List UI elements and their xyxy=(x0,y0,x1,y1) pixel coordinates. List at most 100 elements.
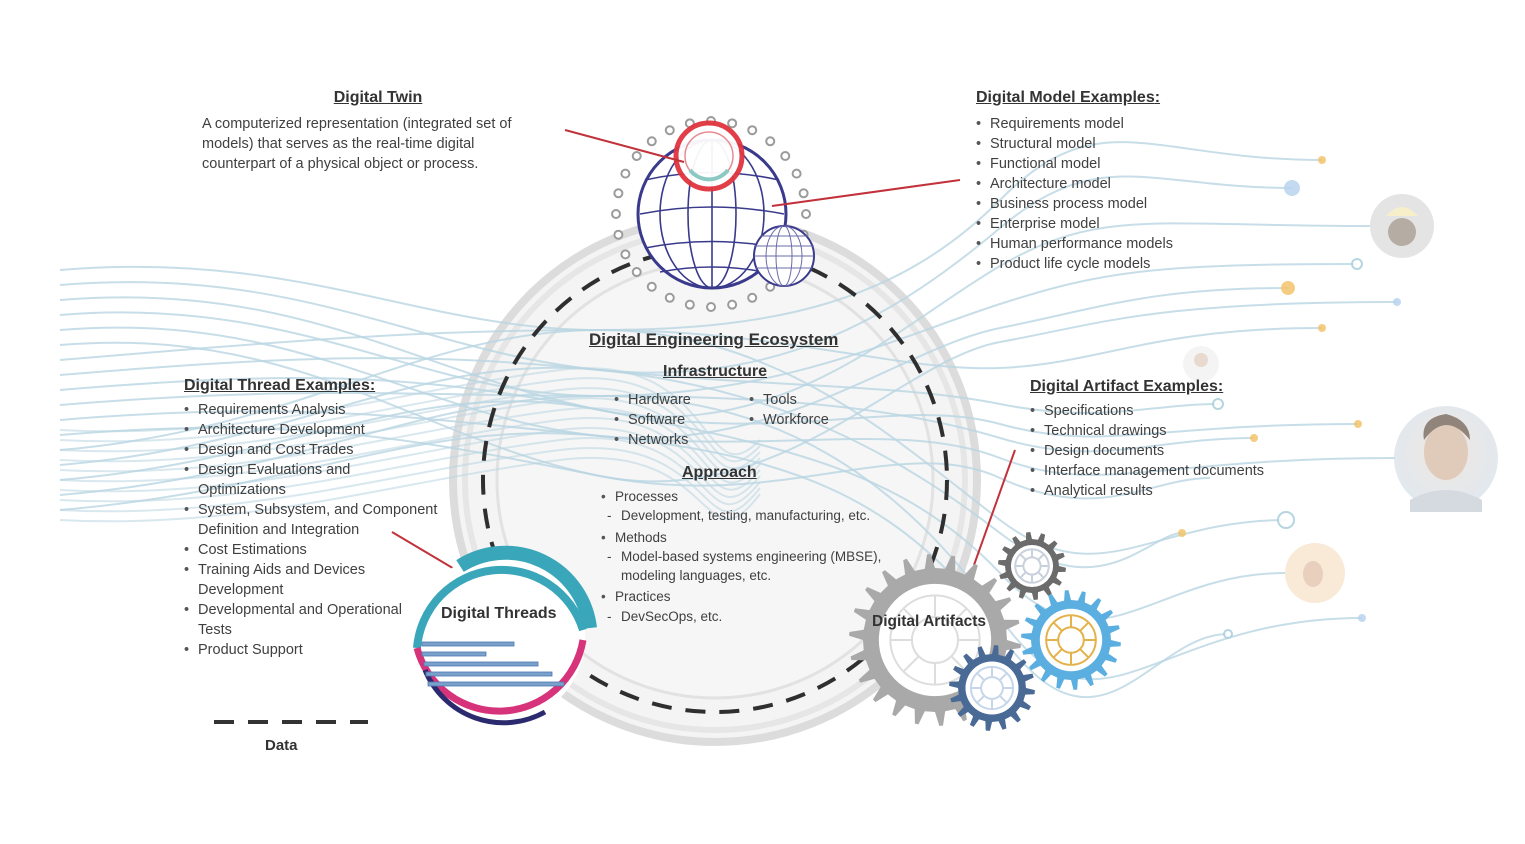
infrastructure-item: Software xyxy=(614,410,691,430)
dot-ring-dot xyxy=(727,118,738,129)
approach-title: Approach xyxy=(682,464,757,481)
digital-twin-line: counterpart of a physical object or proc… xyxy=(202,156,479,172)
dot-ring-dot xyxy=(620,249,631,260)
digital-artifacts-label: Digital Artifacts xyxy=(872,613,986,630)
digital-thread-item-line: Cost Estimations xyxy=(198,542,307,558)
digital-thread-item: System, Subsystem, and ComponentDefiniti… xyxy=(184,500,464,540)
gears xyxy=(849,532,1121,731)
dot-ring-dot xyxy=(613,229,624,240)
digital-model-title: Digital Model Examples: xyxy=(976,89,1161,106)
digital-artifact-item: Analytical results xyxy=(1030,481,1310,501)
dot-ring-dot xyxy=(631,266,642,277)
globe-icon xyxy=(636,138,788,290)
digital-thread-item-line: Requirements Analysis xyxy=(198,402,346,418)
dot-ring-dot xyxy=(613,188,624,199)
digital-twin-line: models) that serves as the real-time dig… xyxy=(202,136,475,152)
infrastructure-item: Tools xyxy=(749,390,829,410)
dot-ring-dot xyxy=(684,299,695,310)
dot-ring-dot xyxy=(611,209,621,219)
approach-item-label: Methods xyxy=(601,528,881,548)
digital-model-item: Human performance models xyxy=(976,234,1236,254)
digital-thread-item-line: Training Aids and Devices xyxy=(198,562,366,578)
twin-lens-icon xyxy=(673,120,745,192)
gear-blue-icon xyxy=(1021,590,1121,690)
person-avatar-man xyxy=(1394,406,1498,512)
dot-ring-dot xyxy=(664,292,675,303)
gear-dark-icon xyxy=(998,532,1066,600)
digital-artifact-item: Specifications xyxy=(1030,401,1310,421)
digital-model-item: Architecture model xyxy=(976,174,1236,194)
dot-ring-dot xyxy=(791,168,802,179)
digital-thread-item: Product Support xyxy=(184,640,464,660)
thread-end-dot xyxy=(1393,298,1401,306)
dot-ring-dot xyxy=(620,168,631,179)
digital-model-item: Product life cycle models xyxy=(976,254,1236,274)
thread-end-dot xyxy=(1318,156,1326,164)
infrastructure-item: Workforce xyxy=(749,410,829,430)
thread-end-dot xyxy=(1351,258,1363,270)
digital-thread-title-text: Digital Thread Examples xyxy=(184,377,370,394)
thread-end-dot xyxy=(1223,629,1233,639)
dot-ring-dot xyxy=(664,125,675,136)
dot-ring-dot xyxy=(631,151,642,162)
digital-thread-item-line: Design Evaluations and xyxy=(198,462,351,478)
infrastructure-title: Infrastructure xyxy=(663,363,768,380)
digital-thread-item-line: Development xyxy=(198,582,284,598)
approach-item-label: Practices xyxy=(601,587,881,607)
digital-model-item: Requirements model xyxy=(976,114,1236,134)
approach-item: Methods xyxy=(601,528,881,548)
person-avatar-woman xyxy=(1285,543,1345,603)
approach-sub-item: Model-based systems engineering (MBSE), xyxy=(601,547,881,567)
digital-thread-item-line: Product Support xyxy=(198,642,303,658)
infrastructure-col2: ToolsWorkforce xyxy=(749,388,829,430)
thread-bar xyxy=(423,661,539,667)
digital-model-examples: Digital Model Examples: Requirements mod… xyxy=(976,88,1236,274)
infrastructure-item: Hardware xyxy=(614,390,691,410)
dot-ring-dot xyxy=(727,299,738,310)
digital-thread-item: Cost Estimations xyxy=(184,540,464,560)
approach-item-label: Processes xyxy=(601,487,881,507)
dot-ring-dot xyxy=(646,281,657,292)
dot-ring-dot xyxy=(747,292,758,303)
digital-thread-item-line: Definition and Integration xyxy=(198,522,360,538)
thread-end-dot xyxy=(1281,281,1295,295)
dot-ring-dot xyxy=(747,125,758,136)
thread-end-dot xyxy=(1284,180,1300,196)
gear-large-icon xyxy=(849,554,1021,726)
dot-ring-dot xyxy=(780,151,791,162)
infrastructure-item: Networks xyxy=(614,430,691,450)
twin-dot-ring xyxy=(611,116,811,312)
digital-thread-item-line: Architecture Development xyxy=(198,422,365,438)
dot-ring-dot xyxy=(706,302,716,312)
dot-ring-dot xyxy=(765,136,776,147)
digital-twin-title: Digital Twin xyxy=(333,89,423,106)
digital-artifact-item: Technical drawings xyxy=(1030,421,1310,441)
gear-navy-icon xyxy=(949,645,1035,731)
approach-item: Processes xyxy=(601,487,881,507)
infrastructure-list-2: ToolsWorkforce xyxy=(749,390,829,430)
approach-sub-item: modeling languages, etc. xyxy=(621,568,772,584)
dot-ring-dot xyxy=(646,136,657,147)
dot-ring-dot xyxy=(801,209,811,219)
thread-end-dot xyxy=(1354,420,1362,428)
person-avatar-small xyxy=(1183,346,1219,382)
person-avatar-engineer xyxy=(1370,194,1434,258)
digital-model-item: Business process model xyxy=(976,194,1236,214)
digital-thread-examples: Digital Thread Examples: Requirements An… xyxy=(184,376,464,660)
digital-thread-list: Requirements AnalysisArchitecture Develo… xyxy=(184,400,464,660)
digital-artifact-list: SpecificationsTechnical drawingsDesign d… xyxy=(1030,401,1310,501)
approach-block: ProcessesDevelopment, testing, manufactu… xyxy=(601,485,881,626)
digital-thread-item-line: Tests xyxy=(198,622,232,638)
thread-end-dot xyxy=(1178,529,1186,537)
digital-thread-item: Design and Cost Trades xyxy=(184,440,464,460)
digital-artifact-title: Digital Artifact Examples: xyxy=(1030,378,1224,395)
digital-thread-item-line: Optimizations xyxy=(198,482,286,498)
digital-thread-item-line: Developmental and Operational xyxy=(198,602,402,618)
thread-end-dot xyxy=(1318,324,1326,332)
approach-sub-item: DevSecOps, etc. xyxy=(601,607,881,627)
approach-sub-item: Development, testing, manufacturing, etc… xyxy=(601,506,881,526)
digital-model-item: Enterprise model xyxy=(976,214,1236,234)
digital-model-list: Requirements modelStructural modelFuncti… xyxy=(976,114,1236,274)
